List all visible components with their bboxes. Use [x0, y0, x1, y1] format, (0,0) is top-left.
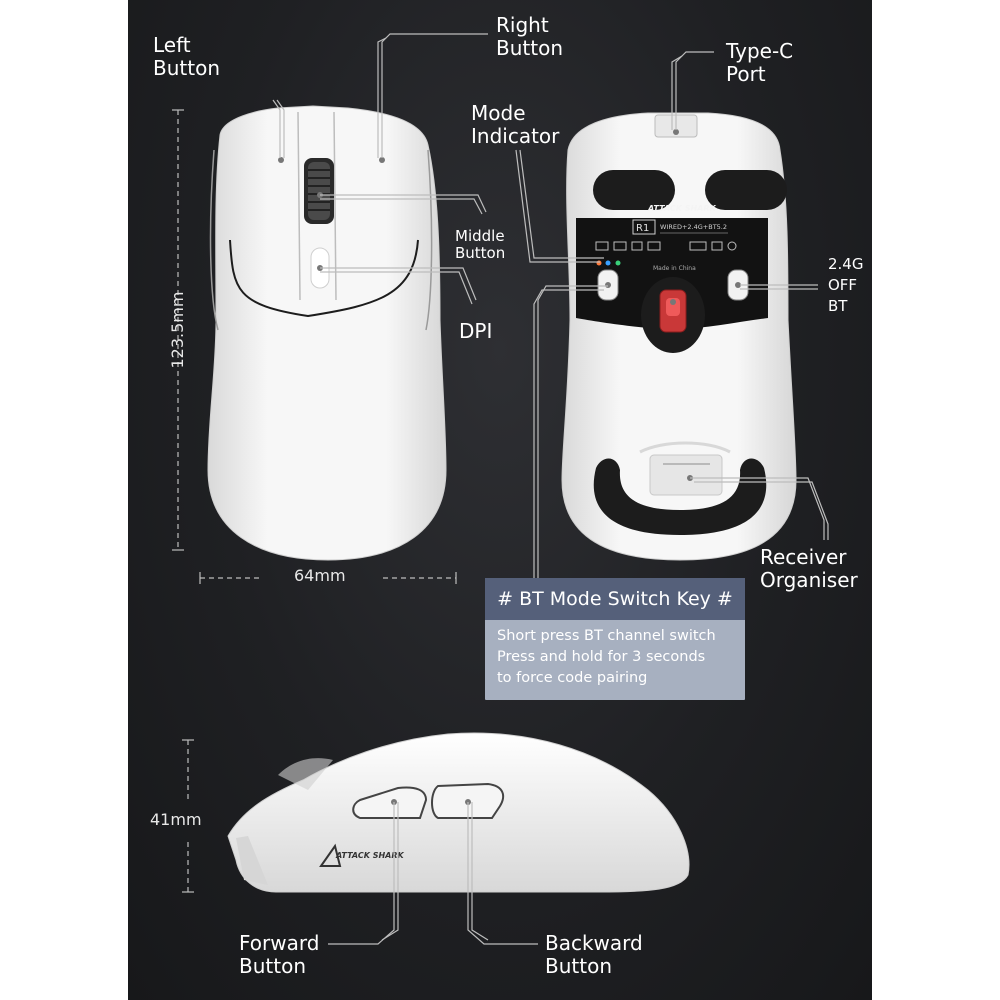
label-backward-button: Backward Button: [545, 931, 643, 978]
mouse-bottom-view: ATTACK SHARK R1 WIRED+2.4G+BT5.2 Made in…: [561, 112, 797, 561]
spec-text: WIRED+2.4G+BT5.2: [660, 223, 727, 231]
made-in-text: Made in China: [653, 265, 696, 272]
product-illustration: ATTACK SHARK R1 WIRED+2.4G+BT5.2 Made in…: [172, 33, 829, 945]
dimension-caps: [172, 109, 457, 893]
label-mode-switch: 2.4G OFF BT: [828, 255, 864, 315]
mouse-top-view: [207, 105, 447, 561]
label-receiver-organiser: Receiver Organiser: [760, 545, 858, 592]
bt-key-box-header: # BT Mode Switch Key #: [485, 578, 745, 620]
dim-height: 41mm: [150, 810, 202, 829]
label-forward-button: Forward Button: [239, 931, 320, 978]
label-middle-button: Middle Button: [455, 227, 506, 263]
side-logo-text: ATTACK SHARK: [335, 851, 405, 860]
label-type-c-port: Type-C Port: [726, 39, 794, 86]
bt-mode-switch-key-box: # BT Mode Switch Key # Short press BT ch…: [485, 578, 745, 700]
bt-key-box-body: Short press BT channel switch Press and …: [497, 628, 716, 687]
model-text: R1: [636, 223, 649, 234]
dim-length: 123.5mm: [167, 291, 187, 369]
label-left-button: Left Button: [153, 33, 220, 80]
dim-width: 64mm: [294, 566, 346, 585]
bt-key-box-title: # BT Mode Switch Key #: [497, 588, 733, 610]
mouse-side-view: ATTACK SHARK: [227, 732, 690, 893]
product-panel: ATTACK SHARK R1 WIRED+2.4G+BT5.2 Made in…: [128, 0, 872, 1000]
brand-text: ATTACK SHARK: [647, 204, 717, 213]
label-mode-indicator: Mode Indicator: [471, 101, 560, 148]
leader-lines: [272, 33, 829, 945]
label-right-button: Right Button: [496, 13, 563, 60]
dimension-lines: [177, 110, 456, 892]
label-dpi: DPI: [459, 319, 493, 343]
